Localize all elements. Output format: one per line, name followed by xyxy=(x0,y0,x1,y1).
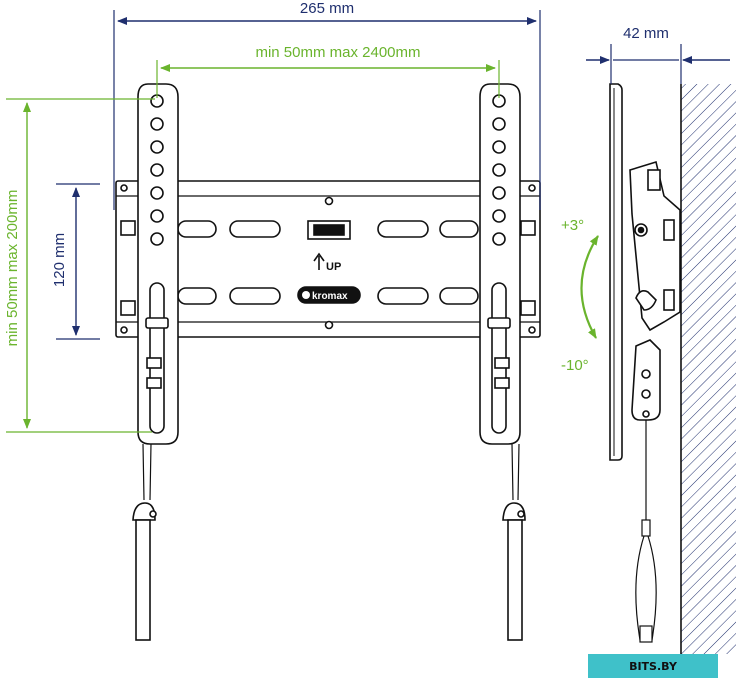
up-label: UP xyxy=(326,261,341,273)
hole-spacing-vertical-label: min 50mm max 200mm xyxy=(4,190,21,347)
tilt-indicator: +3° -10° xyxy=(561,217,599,374)
overall-width-label: 265 mm xyxy=(300,0,354,17)
wall-plate xyxy=(115,180,541,338)
side-view: 42 mm +3° -10° xyxy=(561,25,736,654)
hole-spacing-horizontal-label: min 50mm max 2400mm xyxy=(255,44,420,61)
watermark: BITS.BY xyxy=(588,654,718,678)
plate-height-label: 120 mm xyxy=(51,233,68,287)
wall xyxy=(681,84,736,654)
left-arm xyxy=(132,83,179,641)
dimension-hole-spacing-horizontal: min 50mm max 2400mm xyxy=(156,44,500,98)
up-marker: UP xyxy=(313,252,341,273)
depth-label: 42 mm xyxy=(623,25,669,42)
brand-name: kromax xyxy=(312,291,348,302)
tilt-down-label: -10° xyxy=(561,357,589,374)
front-view: UP kromax xyxy=(115,83,541,641)
safety-cord xyxy=(635,420,657,643)
dimension-depth: 42 mm xyxy=(586,25,730,84)
brand-logo: kromax xyxy=(297,286,361,304)
dimension-hole-spacing-vertical: min 50mm max 200mm xyxy=(4,98,155,433)
tilt-up-label: +3° xyxy=(561,217,584,234)
dimension-overall-width: 265 mm xyxy=(113,0,541,210)
dimension-plate-height: 120 mm xyxy=(51,183,100,340)
right-arm xyxy=(479,83,526,641)
watermark-text: BITS.BY xyxy=(629,660,678,673)
